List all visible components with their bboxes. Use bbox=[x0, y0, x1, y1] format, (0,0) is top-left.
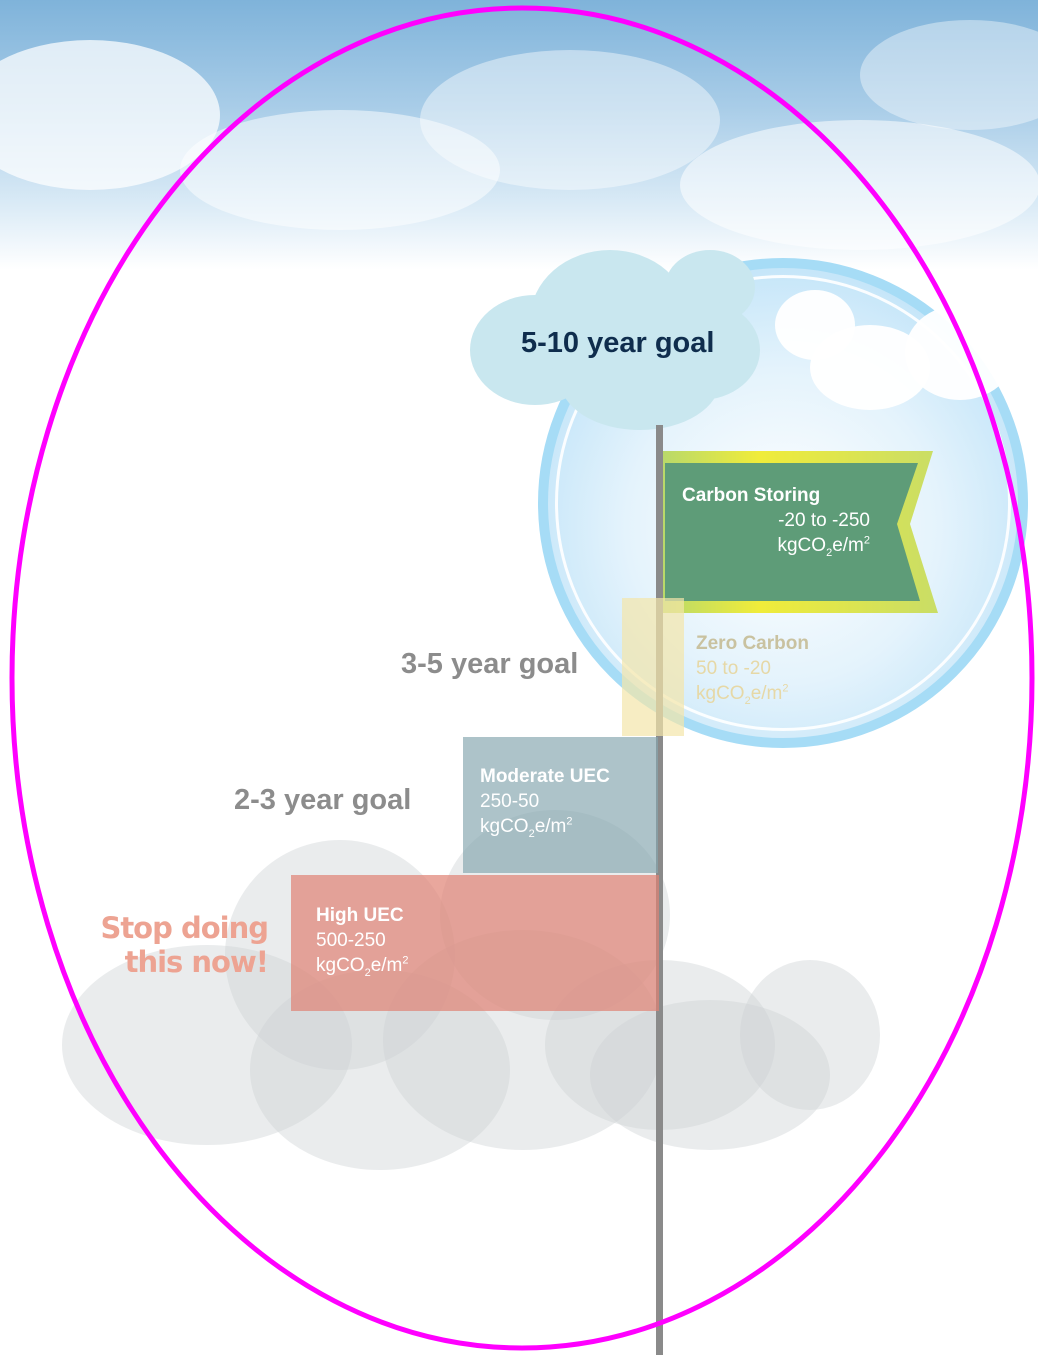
moderate-uec-text: Moderate UEC 250-50 kgCO2e/m2 bbox=[480, 764, 610, 839]
zero-carbon-unit: kgCO2e/m2 bbox=[696, 682, 789, 707]
sky-cloud bbox=[420, 50, 720, 190]
high-uec-text: High UEC 500-250 kgCO2e/m2 bbox=[316, 903, 409, 978]
goal-label-3-5: 3-5 year goal bbox=[401, 648, 579, 680]
zero-carbon-text: Zero Carbon 50 to -20 kgCO2e/m2 bbox=[696, 631, 809, 706]
grey-cloud bbox=[740, 960, 880, 1110]
carbon-storing-range: -20 to -250 bbox=[778, 510, 870, 531]
timeline-pole bbox=[656, 425, 663, 1355]
moderate-uec-unit: kgCO2e/m2 bbox=[480, 815, 573, 840]
high-uec-range: 500-250 bbox=[316, 930, 386, 951]
sky-cloud bbox=[180, 110, 500, 230]
goal-bubble-ring bbox=[555, 275, 1011, 731]
sky-cloud bbox=[680, 120, 1038, 250]
grey-cloud bbox=[590, 1000, 830, 1150]
goal-label-5-10: 5-10 year goal bbox=[521, 327, 715, 359]
high-uec-flag bbox=[291, 875, 659, 1011]
sky-cloud bbox=[860, 20, 1038, 130]
stop-doing-line2: this now! bbox=[124, 945, 269, 979]
carbon-storing-title: Carbon Storing bbox=[682, 485, 821, 506]
zero-carbon-title: Zero Carbon bbox=[696, 633, 809, 654]
stop-doing-line1: Stop doing bbox=[100, 911, 269, 945]
moderate-uec-title: Moderate UEC bbox=[480, 766, 610, 787]
carbon-storing-unit: kgCO2e/m2 bbox=[777, 534, 870, 559]
carbon-storing-text: Carbon Storing -20 to -250 kgCO2e/m2 bbox=[682, 483, 870, 558]
bubble-cloud bbox=[905, 305, 1015, 400]
goal-label-2-3: 2-3 year goal bbox=[234, 784, 412, 816]
sky-background bbox=[0, 0, 1038, 270]
zero-carbon-flag bbox=[622, 598, 684, 736]
moderate-uec-range: 250-50 bbox=[480, 791, 540, 812]
stop-doing-label: Stop doing this now! bbox=[60, 911, 269, 979]
moderate-uec-flag bbox=[463, 737, 658, 873]
high-uec-unit: kgCO2e/m2 bbox=[316, 954, 409, 979]
zero-carbon-range: 50 to -20 bbox=[696, 658, 771, 679]
high-uec-title: High UEC bbox=[316, 905, 404, 926]
